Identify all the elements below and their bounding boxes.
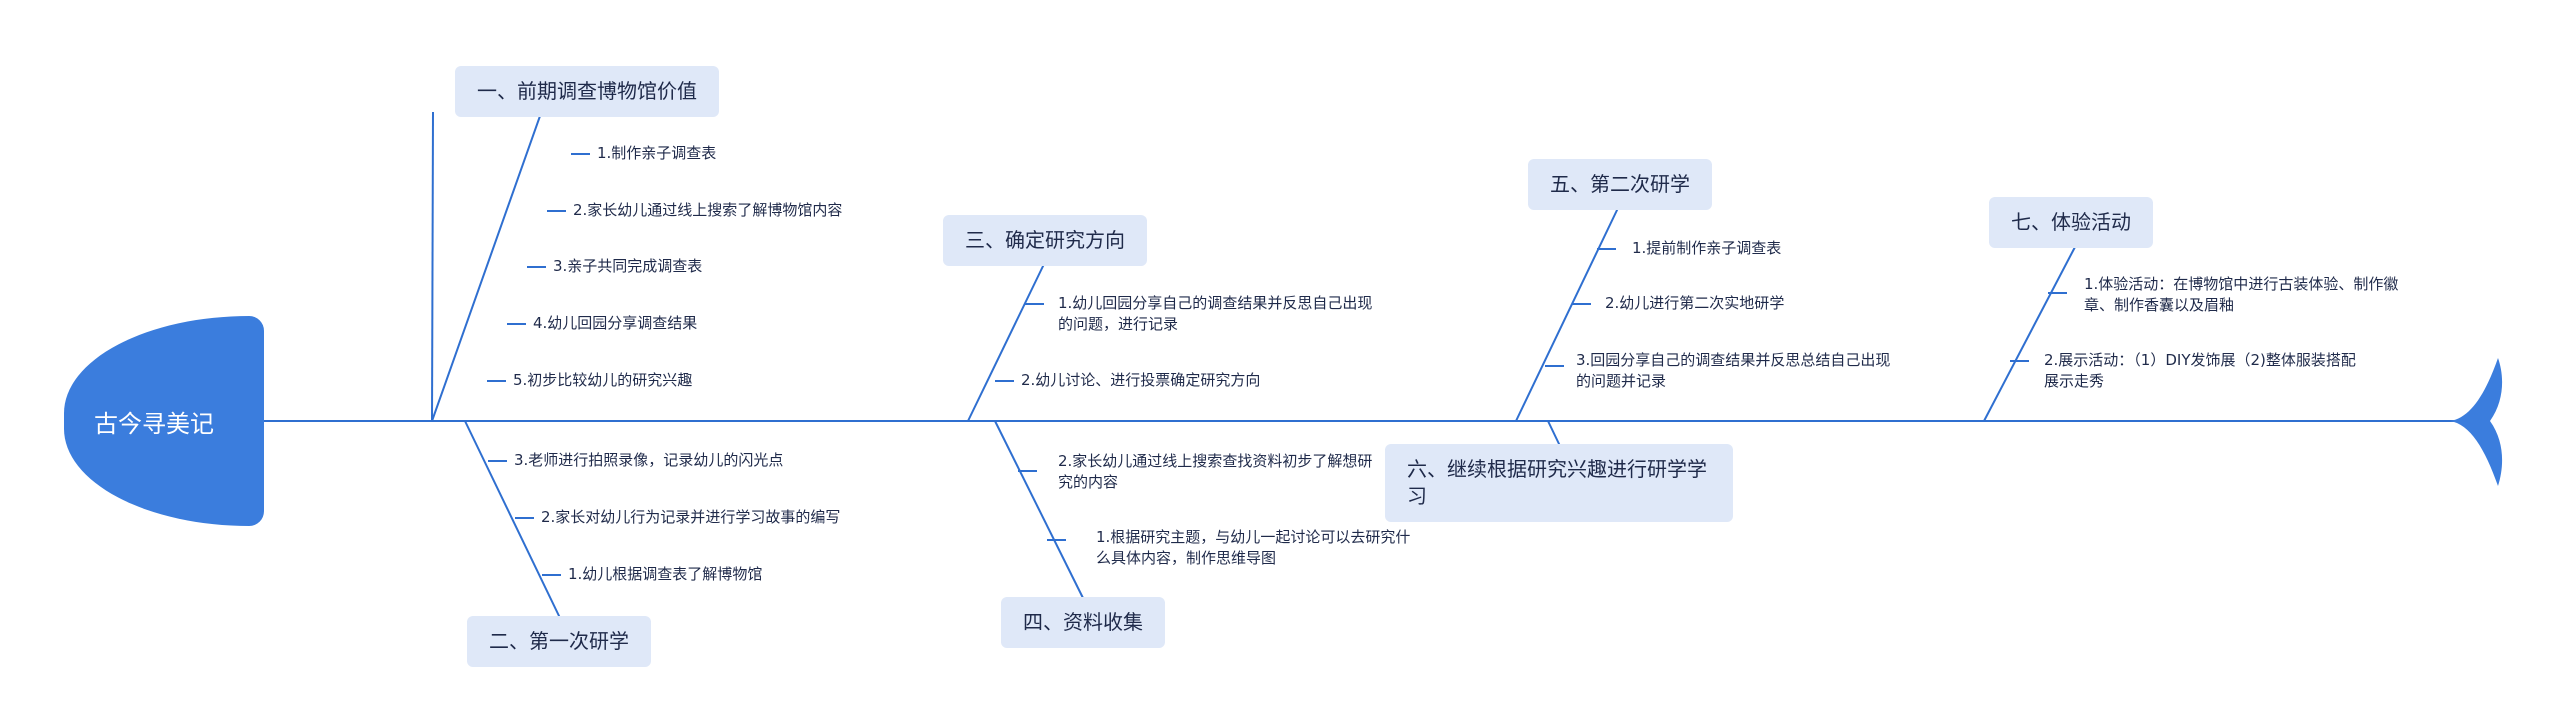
topic-3-label: 三、确定研究方向 — [965, 228, 1125, 252]
topic-5[interactable]: 五、第二次研学 — [1528, 159, 1712, 210]
tail-shape — [2450, 358, 2503, 486]
topic-7-item[interactable]: 1.体验活动：在博物馆中进行古装体验、制作徽章、制作香囊以及眉釉 — [2084, 275, 2399, 314]
topic-3[interactable]: 三、确定研究方向 — [943, 215, 1147, 266]
bone-5-main — [1515, 207, 1619, 422]
topic-1-item[interactable]: 5.初步比较幼儿的研究兴趣 — [513, 371, 693, 389]
topic-6[interactable]: 六、继续根据研究兴趣进行研学学习 — [1385, 444, 1733, 522]
root-label: 古今寻美记 — [94, 409, 214, 438]
topic-7-label: 七、体验活动 — [2011, 210, 2131, 234]
bone-7-main — [1983, 246, 2076, 422]
topic-1[interactable]: 一、前期调查博物馆价值 — [455, 66, 719, 117]
topic-4[interactable]: 四、资料收集 — [1001, 597, 1165, 648]
bone-3-main — [967, 261, 1046, 422]
topic-4-item[interactable]: 1.根据研究主题，与幼儿一起讨论可以去研究什么具体内容，制作思维导图 — [1096, 528, 1411, 567]
topic-6-label: 六、继续根据研究兴趣进行研学学习 — [1407, 457, 1707, 508]
bone-1 — [431, 111, 434, 422]
topic-7-item[interactable]: 2.展示活动：（1）DIY发饰展（2)整体服装搭配展示走秀 — [2044, 351, 2356, 390]
bone-6-main — [1547, 420, 1561, 447]
bone-1-main — [431, 115, 541, 422]
bone-2-main — [464, 420, 561, 619]
topic-3-item[interactable]: 1.幼儿回园分享自己的调查结果并反思自己出现的问题，进行记录 — [1058, 294, 1373, 333]
topic-2-item[interactable]: 2.家长对幼儿行为记录并进行学习故事的编写 — [541, 508, 841, 526]
topic-5-item[interactable]: 1.提前制作亲子调查表 — [1632, 239, 1782, 257]
topic-5-item[interactable]: 3.回园分享自己的调查结果并反思总结自己出现的问题并记录 — [1576, 351, 1891, 390]
topic-2-item[interactable]: 3.老师进行拍照录像，记录幼儿的闪光点 — [514, 451, 784, 469]
topic-3-item[interactable]: 2.幼儿讨论、进行投票确定研究方向 — [1021, 371, 1261, 389]
topic-5-label: 五、第二次研学 — [1550, 172, 1690, 196]
topic-2-label: 二、第一次研学 — [489, 629, 629, 653]
bone-4-main — [994, 420, 1084, 599]
topic-4-item[interactable]: 2.家长幼儿通过线上搜索查找资料初步了解想研究的内容 — [1058, 452, 1373, 491]
topic-1-item[interactable]: 3.亲子共同完成调查表 — [553, 257, 703, 275]
topic-1-item[interactable]: 4.幼儿回园分享调查结果 — [533, 314, 698, 332]
topic-1-item[interactable]: 1.制作亲子调查表 — [597, 144, 717, 162]
topic-7[interactable]: 七、体验活动 — [1989, 197, 2153, 248]
topic-5-item[interactable]: 2.幼儿进行第二次实地研学 — [1605, 294, 1785, 312]
topic-2[interactable]: 二、第一次研学 — [467, 616, 651, 667]
topic-4-label: 四、资料收集 — [1023, 610, 1143, 634]
topic-1-label: 一、前期调查博物馆价值 — [477, 79, 697, 103]
topic-2-item[interactable]: 1.幼儿根据调查表了解博物馆 — [568, 565, 763, 583]
topic-1-item[interactable]: 2.家长幼儿通过线上搜索了解博物馆内容 — [573, 201, 843, 219]
